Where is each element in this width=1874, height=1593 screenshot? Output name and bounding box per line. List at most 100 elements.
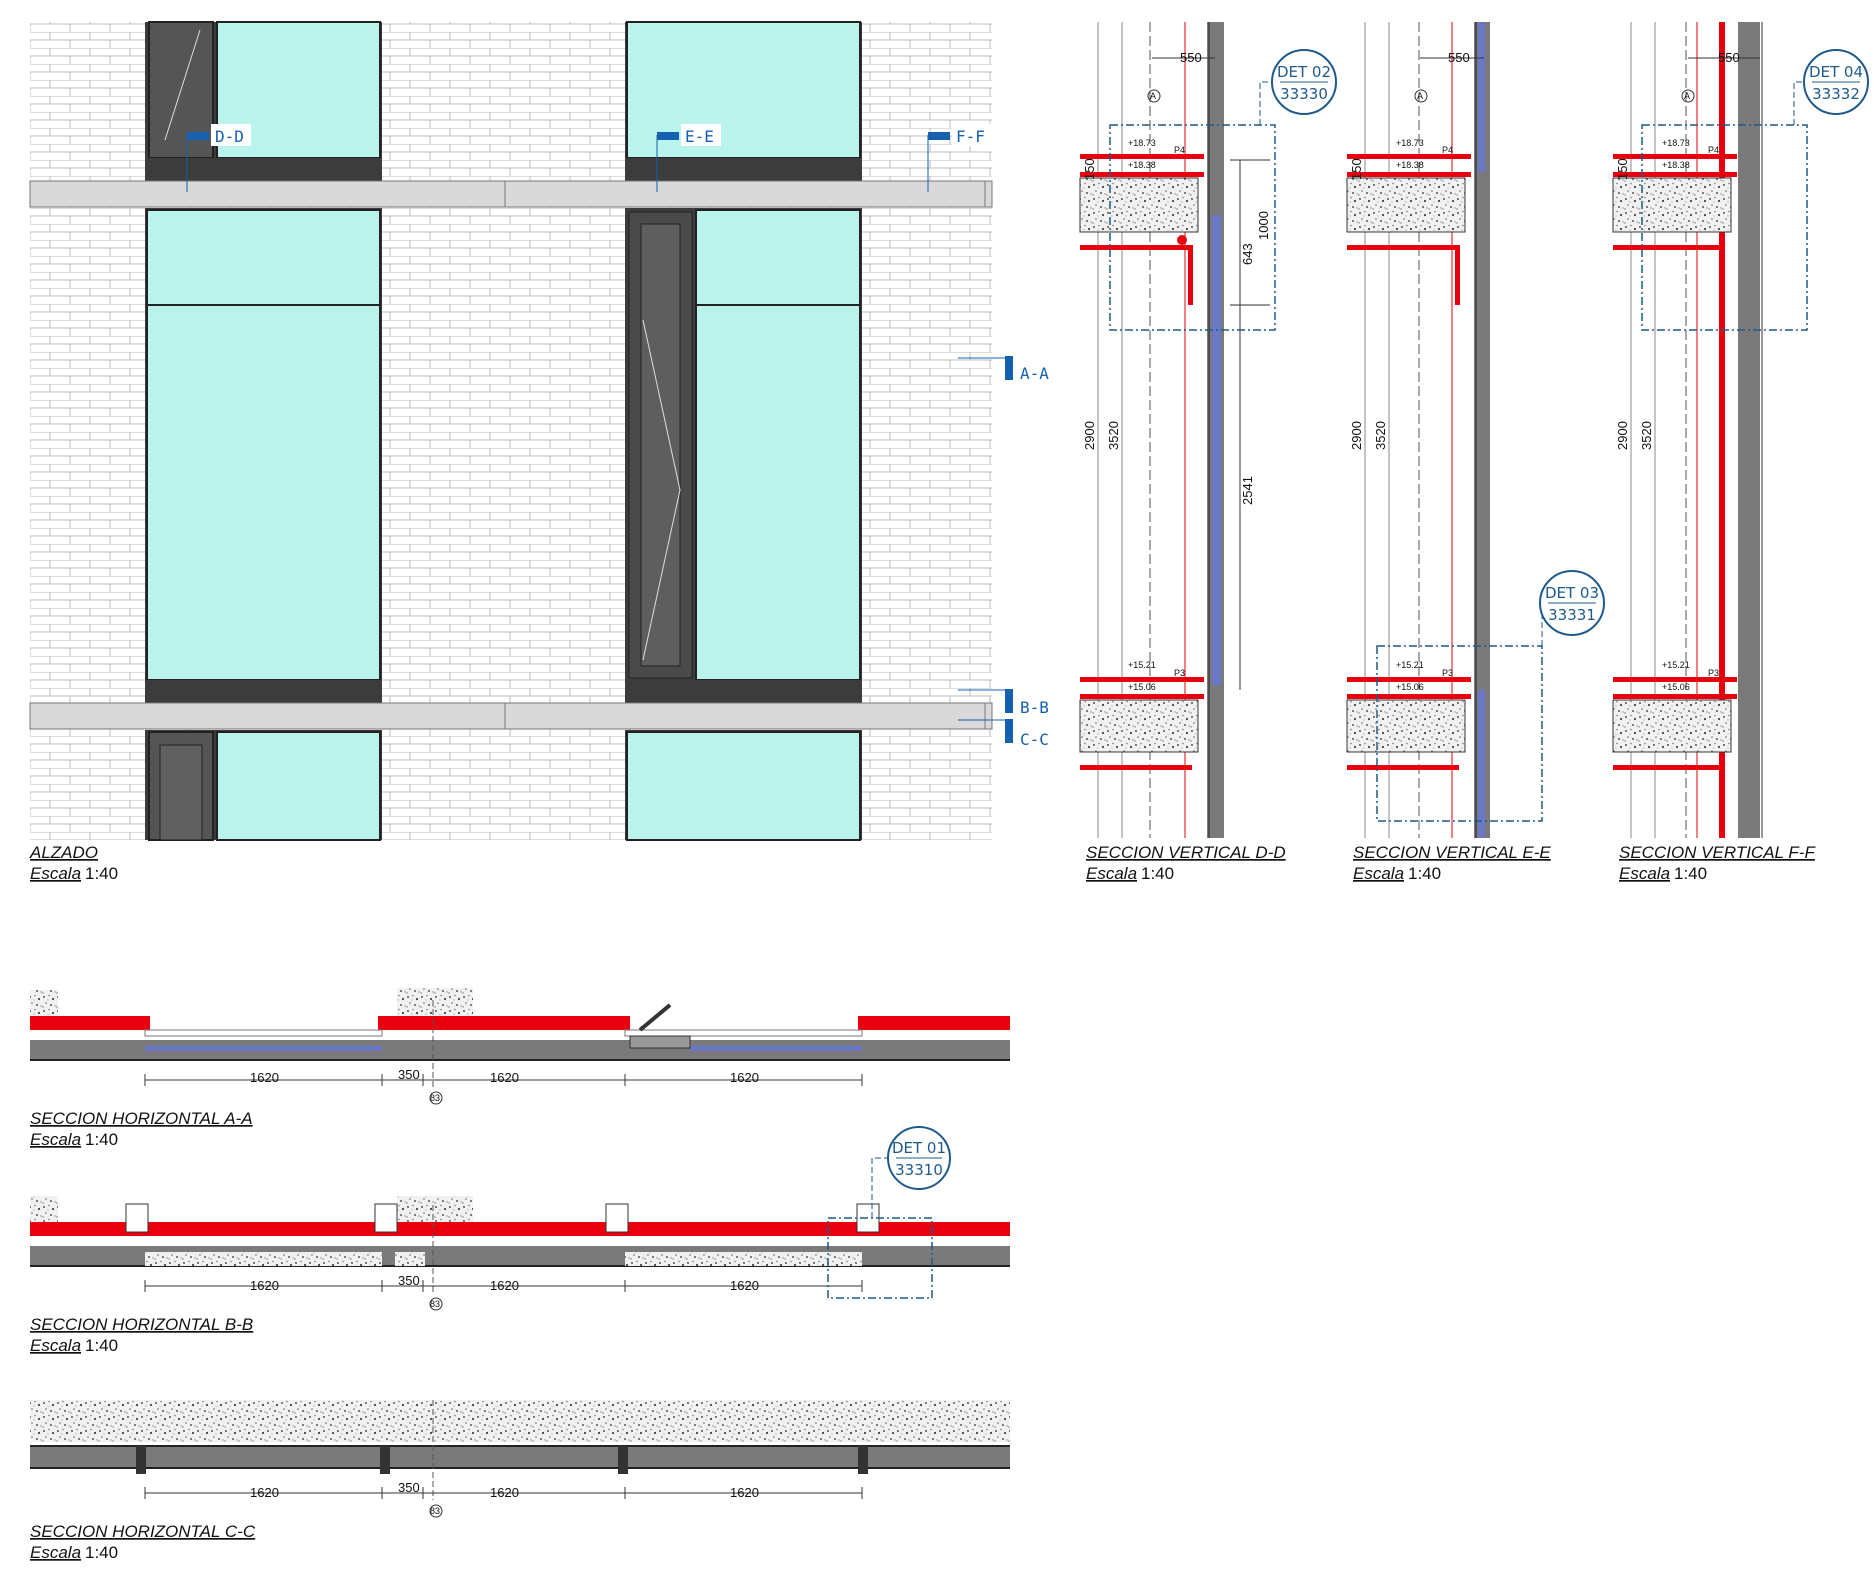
slab-band <box>29 180 993 208</box>
dim-1620-bb-1: 1620 <box>250 1278 279 1293</box>
title-aa: SECCION HORIZONTAL A-A <box>30 1109 253 1128</box>
level-p4-ff: P4 <box>1708 145 1719 155</box>
window-lower-right <box>625 730 862 841</box>
level-low2-dd: +15.06 <box>1128 682 1156 692</box>
dim-1620-bb-2: 1620 <box>490 1278 519 1293</box>
scale-label-ee: Escala <box>1353 864 1404 883</box>
det01-label: DET 01 <box>892 1139 946 1157</box>
level-low1-ee: +15.21 <box>1396 660 1424 670</box>
dim-350-aa: 350 <box>398 1067 420 1082</box>
scale-value-dd: 1:40 <box>1141 864 1174 883</box>
scale-label-dd: Escala <box>1086 864 1137 883</box>
dim-1000-dd: 1000 <box>1256 211 1271 240</box>
section-marker-ee: E-E <box>656 124 721 192</box>
title-dd: SECCION VERTICAL D-D <box>1086 843 1286 862</box>
level-p4-ee: P4 <box>1442 145 1453 155</box>
level-top1-ee: +18.73 <box>1396 138 1424 148</box>
axis-83-cc: 83 <box>430 1506 440 1516</box>
scale-value-ee: 1:40 <box>1408 864 1441 883</box>
section-tag-ff: F-F <box>956 127 985 146</box>
section-marker-dd: D-D <box>186 124 251 192</box>
title-ee: SECCION VERTICAL E-E <box>1353 843 1551 862</box>
level-low1-ff: +15.21 <box>1662 660 1690 670</box>
detail-callout-det03[interactable]: DET 03 33331 <box>1539 570 1605 636</box>
section-tag-bb: B-B <box>1020 698 1049 717</box>
dim-3520-ff: 3520 <box>1639 421 1654 450</box>
elevation-drawing: D-D E-E F-F A-A B-B C-C AL <box>29 21 1049 883</box>
vertical-section-ee: 550 A +18.73 +18.38 P4 +15.21 +15.06 P3 … <box>1346 22 1605 883</box>
level-top1-ff: +18.73 <box>1662 138 1690 148</box>
dim-643-dd: 643 <box>1240 243 1255 265</box>
level-p4-dd: P4 <box>1174 145 1185 155</box>
dim-3520-ee: 3520 <box>1373 421 1388 450</box>
dim-1620-bb-3: 1620 <box>730 1278 759 1293</box>
detail-callout-det04[interactable]: DET 04 33332 <box>1803 49 1869 115</box>
title-alzado: ALZADO <box>29 843 98 862</box>
axis-83-bb: 83 <box>430 1299 440 1309</box>
dim-1620-aa-1: 1620 <box>250 1070 279 1085</box>
det04-sheet: 33332 <box>1812 85 1860 103</box>
scale-value-ff: 1:40 <box>1674 864 1707 883</box>
level-low2-ee: +15.06 <box>1396 682 1424 692</box>
window-lower-left <box>145 730 382 841</box>
level-top2-ff: +18.38 <box>1662 160 1690 170</box>
section-tag-ee: E-E <box>685 127 714 146</box>
level-top2-ee: +18.38 <box>1396 160 1424 170</box>
section-tag-dd: D-D <box>215 127 244 146</box>
dim-1620-cc-1: 1620 <box>250 1485 279 1500</box>
dim-2900-ee: 2900 <box>1349 421 1364 450</box>
dim-150-dd: 150 <box>1082 158 1097 180</box>
level-p3-ee: P3 <box>1442 668 1453 678</box>
detail-callout-det01[interactable]: DET 01 33310 <box>887 1126 951 1190</box>
dim-1620-cc-3: 1620 <box>730 1485 759 1500</box>
dim-1620-cc-2: 1620 <box>490 1485 519 1500</box>
det01-sheet: 33310 <box>895 1161 943 1179</box>
axis-83-aa: 83 <box>430 1093 440 1103</box>
dim-1620-aa-3: 1620 <box>730 1070 759 1085</box>
vertical-section-dd: 550 A +18.73 +18.38 P4 +15.21 +15.06 P3 … <box>1079 22 1337 883</box>
dim-150-ff: 150 <box>1615 158 1630 180</box>
level-p3-dd: P3 <box>1174 668 1185 678</box>
scale-value-cc: 1:40 <box>85 1543 118 1562</box>
det03-sheet: 33331 <box>1548 606 1596 624</box>
level-top1-dd: +18.73 <box>1128 138 1156 148</box>
axis-a-ff: A <box>1684 91 1690 101</box>
scale-value-aa: 1:40 <box>85 1130 118 1149</box>
slab-band <box>29 702 993 730</box>
title-cc: SECCION HORIZONTAL C-C <box>30 1522 256 1541</box>
dim-550-dd: 550 <box>1180 50 1202 65</box>
horizontal-section-cc: 1620 350 1620 1620 83 SECCION HORIZONTAL… <box>30 1400 1010 1562</box>
dim-550-ff: 550 <box>1718 50 1740 65</box>
level-top2-dd: +18.38 <box>1128 160 1156 170</box>
title-bb: SECCION HORIZONTAL B-B <box>30 1315 253 1334</box>
dim-550-ee: 550 <box>1448 50 1470 65</box>
section-tag-cc: C-C <box>1020 730 1049 749</box>
dim-2900-dd: 2900 <box>1082 421 1097 450</box>
dim-3520-dd: 3520 <box>1106 421 1121 450</box>
det02-label: DET 02 <box>1277 63 1331 81</box>
scale-label-cc: Escala <box>30 1543 81 1562</box>
horizontal-section-aa: 1620 350 1620 1620 83 SECCION HORIZONTAL… <box>30 988 1010 1149</box>
axis-a-ee: A <box>1417 91 1423 101</box>
vertical-section-ff: 550 A +18.73 +18.38 P4 +15.21 +15.06 P3 … <box>1612 22 1869 883</box>
scale-value-bb: 1:40 <box>85 1336 118 1355</box>
window-upper-left <box>145 21 382 182</box>
section-marker-ff: F-F <box>927 124 992 192</box>
horizontal-section-bb: 1620 350 1620 1620 83 DET 01 33310 SECCI… <box>30 1126 1010 1355</box>
scale-label-alzado: Escala <box>30 864 81 883</box>
scale-label-bb: Escala <box>30 1336 81 1355</box>
dim-350-bb: 350 <box>398 1273 420 1288</box>
dim-150-ee: 150 <box>1349 158 1364 180</box>
section-marker-bb: B-B <box>958 689 1049 717</box>
det04-label: DET 04 <box>1809 63 1863 81</box>
level-low2-ff: +15.06 <box>1662 682 1690 692</box>
detail-callout-det02[interactable]: DET 02 33330 <box>1271 49 1337 115</box>
dim-1620-aa-2: 1620 <box>490 1070 519 1085</box>
window-upper-right <box>625 21 862 182</box>
scale-label-ff: Escala <box>1619 864 1670 883</box>
scale-value-alzado: 1:40 <box>85 864 118 883</box>
det02-sheet: 33330 <box>1280 85 1328 103</box>
level-p3-ff: P3 <box>1708 668 1719 678</box>
det03-label: DET 03 <box>1545 584 1599 602</box>
